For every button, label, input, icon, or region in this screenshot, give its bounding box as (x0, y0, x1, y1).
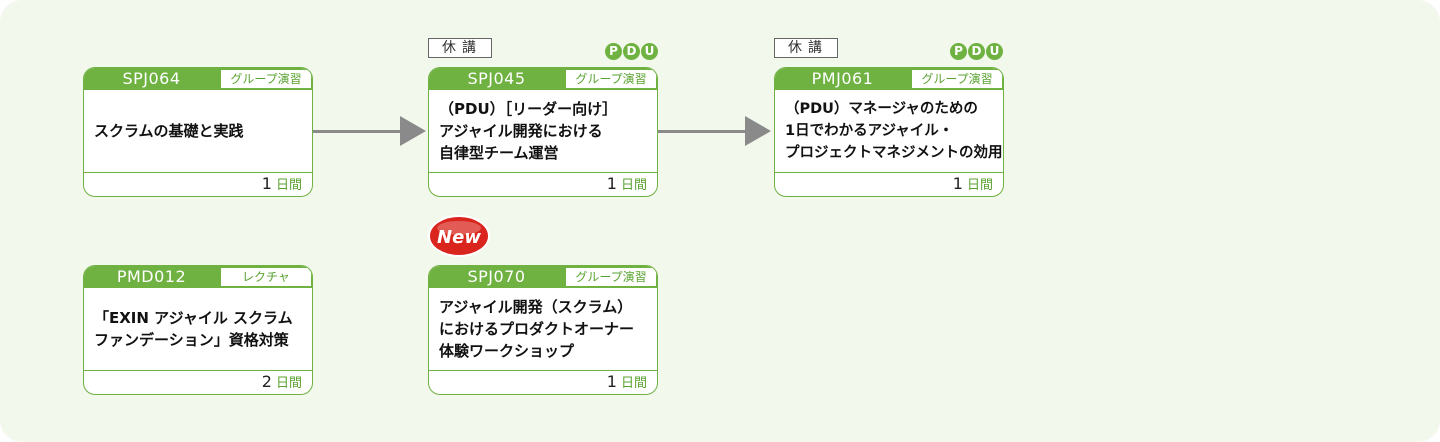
flow-arrow-line (658, 130, 748, 133)
course-type: グループ演習 (566, 70, 656, 88)
pdu-badge: P D U (605, 43, 658, 60)
course-title-line: 体験ワークショップ (439, 342, 575, 360)
course-card-pmj061[interactable]: PMJ061 グループ演習 （PDU）マネージャのための 1日でわかるアジャイル… (774, 67, 1004, 197)
pdu-letter: P (605, 43, 622, 60)
course-title-line: におけるプロダクトオーナー (439, 320, 635, 338)
new-badge-icon: New (428, 215, 490, 257)
course-type: グループ演習 (912, 70, 1002, 88)
course-card-spj045[interactable]: SPJ045 グループ演習 （PDU）［リーダー向け］ アジャイル開発における … (428, 67, 658, 197)
course-type: レクチャ (221, 268, 311, 286)
duration-days: 1 (952, 174, 963, 193)
course-code: PMJ061 (811, 69, 874, 88)
flow-arrow-head (745, 116, 771, 146)
duration-unit: 日間 (275, 178, 302, 193)
course-title-line: 自律型チーム運営 (439, 144, 559, 162)
pdu-letter: U (986, 43, 1003, 60)
kyuko-tag: 休講 (774, 38, 838, 58)
flow-arrow-head (400, 116, 426, 146)
course-title-line: スクラムの基礎と実践 (94, 122, 244, 140)
course-code: SPJ070 (467, 267, 526, 286)
duration-days: 2 (261, 372, 272, 391)
duration-unit: 日間 (966, 178, 993, 193)
course-title: アジャイル開発（スクラム） におけるプロダクトオーナー 体験ワークショップ (439, 288, 653, 370)
course-title: （PDU）［リーダー向け］ アジャイル開発における 自律型チーム運営 (439, 90, 653, 172)
pdu-letter: D (968, 43, 985, 60)
course-title-line: アジャイル開発における (439, 122, 603, 140)
course-type: グループ演習 (221, 70, 311, 88)
course-title-line: ファンデーション」資格対策 (94, 331, 289, 349)
duration-unit: 日間 (275, 376, 302, 391)
new-badge-label: New (437, 227, 481, 248)
duration-days: 1 (606, 174, 617, 193)
course-title-line: 「EXIN アジャイル スクラム (94, 309, 293, 327)
course-title: 「EXIN アジャイル スクラム ファンデーション」資格対策 (94, 288, 308, 370)
course-code: SPJ064 (122, 69, 181, 88)
duration-days: 1 (606, 372, 617, 391)
duration-days: 1 (261, 174, 272, 193)
course-title-line: （PDU）マネージャのための (785, 101, 978, 117)
course-card-spj070[interactable]: SPJ070 グループ演習 アジャイル開発（スクラム） におけるプロダクトオーナ… (428, 265, 658, 395)
pdu-letter: U (641, 43, 658, 60)
course-title-line: 1日でわかるアジャイル・ (785, 123, 954, 139)
course-title: スクラムの基礎と実践 (94, 90, 308, 172)
course-title-line: プロジェクトマネジメントの効用 (785, 145, 1003, 161)
course-code: SPJ045 (467, 69, 526, 88)
duration-unit: 日間 (620, 178, 647, 193)
flow-arrow-line (313, 130, 403, 133)
course-title: （PDU）マネージャのための 1日でわかるアジャイル・ プロジェクトマネジメント… (785, 90, 1003, 172)
duration-unit: 日間 (620, 376, 647, 391)
course-title-line: （PDU）［リーダー向け］ (439, 100, 618, 118)
pdu-letter: D (623, 43, 640, 60)
course-card-pmd012[interactable]: PMD012 レクチャ 「EXIN アジャイル スクラム ファンデーション」資格… (83, 265, 313, 395)
course-code: PMD012 (116, 267, 187, 286)
course-type: グループ演習 (566, 268, 656, 286)
pdu-letter: P (950, 43, 967, 60)
kyuko-tag: 休講 (428, 38, 492, 58)
pdu-badge: P D U (950, 43, 1003, 60)
course-title-line: アジャイル開発（スクラム） (439, 298, 633, 316)
